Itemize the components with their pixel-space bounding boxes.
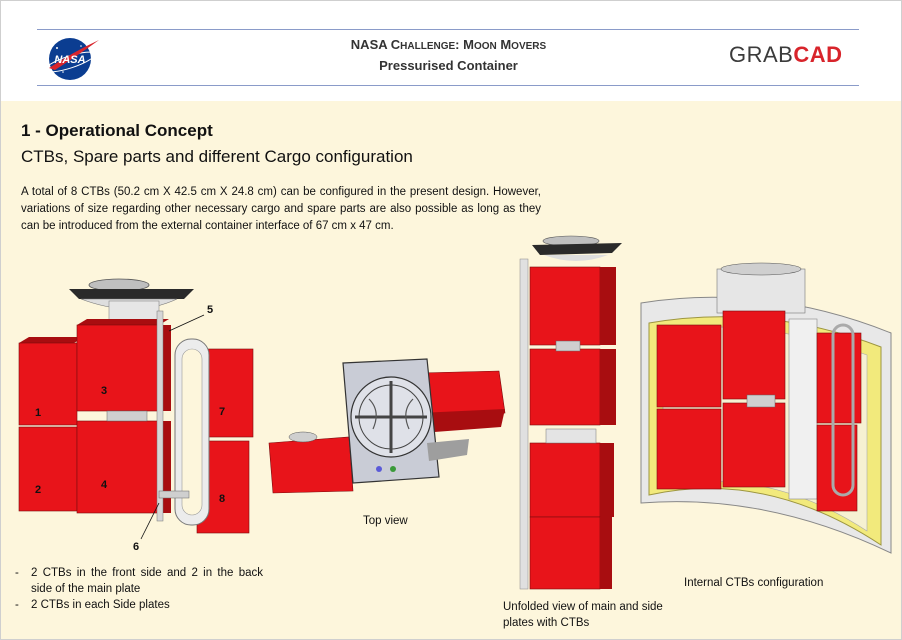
section-heading: 1 - Operational Concept (21, 121, 213, 140)
ctb-label-6: 6 (133, 541, 140, 553)
bullet-item: -2 CTBs in the front side and 2 in the b… (15, 567, 263, 595)
unfolded-view-figure (519, 235, 622, 590)
ctb-label-2: 2 (35, 484, 42, 496)
ctb-label-1: 1 (35, 407, 42, 419)
section-paragraph: A total of 8 CTBs (50.2 cm X 42.5 cm X 2… (21, 186, 541, 232)
ctb-label-7: 7 (219, 406, 226, 418)
internal-configuration-caption: Internal CTBs configuration (684, 577, 824, 589)
project-subtitle: Pressurised Container (379, 58, 518, 73)
top-view-caption: Top view (363, 515, 408, 527)
ctb-label-4: 4 (101, 479, 108, 491)
header-bottom-rule (37, 85, 859, 86)
title-part: OVERS (511, 41, 547, 52)
ctb-label-5: 5 (207, 304, 214, 316)
internal-configuration-figure (640, 262, 892, 554)
title-part: M (496, 37, 512, 52)
configuration-bullets: -2 CTBs in the front side and 2 in the b… (15, 565, 263, 613)
title-part: NASA C (350, 37, 401, 52)
grabcad-logo: GRABCAD (729, 42, 843, 68)
section-subheading: CTBs, Spare parts and different Cargo co… (21, 147, 413, 166)
brand-cad: CAD (793, 42, 843, 67)
title-part: OON (473, 41, 497, 52)
title-part: : M (455, 37, 474, 52)
nasa-logo: NASA (43, 34, 103, 87)
unfolded-view-caption: Unfolded view of main and side plates wi… (503, 601, 663, 629)
top-view-figure (268, 358, 506, 494)
header-top-rule (37, 29, 859, 30)
challenge-title: NASA CHALLENGE: MOON MOVERS (301, 37, 596, 52)
bullet-text: 2 CTBs in each Side plates (31, 599, 170, 611)
bullet-text: 2 CTBs in the front side and 2 in the ba… (31, 567, 263, 595)
bullet-item: -2 CTBs in each Side plates (15, 599, 170, 611)
nasa-logo-text: NASA (54, 54, 85, 66)
slide-header: NASA NASA CHALLENGE: MOON MOVERS Pressur… (1, 1, 901, 101)
brand-grab: GRAB (729, 42, 794, 67)
ctb-assembly-figure (18, 278, 254, 540)
ctb-label-3: 3 (101, 385, 108, 397)
ctb-label-8: 8 (219, 493, 226, 505)
title-part: HALLENGE (400, 41, 456, 52)
